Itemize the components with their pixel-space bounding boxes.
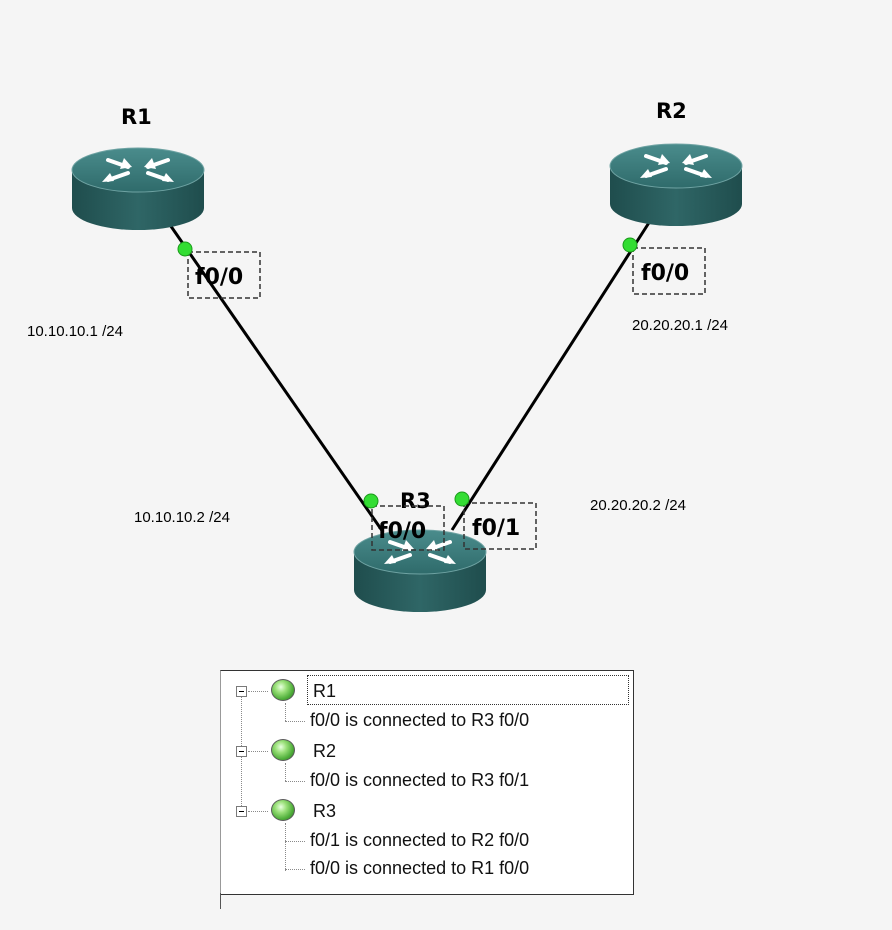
tree-node-r3[interactable]: R3	[221, 797, 631, 825]
r1-f0-0-label-box	[187, 251, 261, 299]
r3-f0-0-port-dot[interactable]	[363, 493, 379, 509]
tree-connector	[285, 869, 305, 870]
r3-f0-1-label-box	[463, 502, 537, 550]
tree-connector	[248, 751, 268, 752]
tree-node-name: R3	[313, 801, 337, 821]
r3-left-ip-label: 10.10.10.2 /24	[134, 509, 230, 526]
collapse-icon[interactable]	[236, 746, 247, 757]
r3-f0-1-port-dot[interactable]	[454, 491, 470, 507]
router-r1-label: R1	[121, 105, 152, 129]
tree-connection-item[interactable]: f0/1 is connected to R2 f0/0	[221, 827, 631, 855]
status-green-icon	[271, 679, 295, 701]
r1-f0-0-label: f0/0	[195, 265, 243, 290]
router-r2-label: R2	[656, 99, 687, 123]
r2-f0-0-label-box	[632, 247, 706, 295]
collapse-icon[interactable]	[236, 806, 247, 817]
connection-text: f0/0 is connected to R3 f0/0	[310, 710, 530, 730]
tree-connector	[285, 841, 305, 842]
r1-ip-label: 10.10.10.1 /24	[27, 323, 123, 340]
topology-summary-panel: R1 f0/0 is connected to R3 f0/0 R2 f0/0 …	[220, 670, 634, 895]
link-r2-r3	[450, 217, 654, 531]
router-r3-label: R3	[400, 489, 431, 513]
tree-node-r2[interactable]: R2	[221, 737, 631, 765]
r2-f0-0-port-dot[interactable]	[622, 237, 638, 253]
tree-connector	[285, 721, 305, 722]
tree-connection-item[interactable]: f0/0 is connected to R3 f0/0	[221, 707, 631, 735]
link-r1-r3	[166, 221, 385, 533]
router-r2-icon[interactable]	[608, 142, 744, 228]
tree-guide-line	[285, 823, 286, 871]
router-r1-icon[interactable]	[70, 146, 206, 232]
tree-node-name: R2	[313, 741, 337, 761]
panel-edge-line	[220, 893, 221, 909]
tree-guide-line	[285, 703, 286, 721]
connection-text: f0/0 is connected to R1 f0/0	[310, 858, 530, 878]
status-green-icon	[271, 739, 295, 761]
r2-ip-label: 20.20.20.1 /24	[632, 317, 728, 334]
tree-connector	[248, 691, 268, 692]
tree-guide-line	[285, 763, 286, 781]
tree-connector	[285, 781, 305, 782]
r3-f0-0-label: f0/0	[378, 519, 426, 544]
tree-connector	[248, 811, 268, 812]
tree-node-name: R1	[313, 681, 337, 701]
r3-f0-0-label-box	[371, 505, 445, 551]
connection-text: f0/0 is connected to R3 f0/1	[310, 770, 530, 790]
tree-connection-item[interactable]: f0/0 is connected to R3 f0/1	[221, 767, 631, 795]
r3-right-ip-label: 20.20.20.2 /24	[590, 497, 686, 514]
r2-f0-0-label: f0/0	[641, 261, 689, 286]
tree-connection-item[interactable]: f0/0 is connected to R1 f0/0	[221, 855, 631, 883]
status-green-icon	[271, 799, 295, 821]
collapse-icon[interactable]	[236, 686, 247, 697]
r3-f0-1-label: f0/1	[472, 516, 520, 541]
selection-focus-box	[307, 675, 629, 705]
tree-node-r1[interactable]: R1	[221, 677, 631, 705]
r1-f0-0-port-dot[interactable]	[177, 241, 193, 257]
connection-text: f0/1 is connected to R2 f0/0	[310, 830, 530, 850]
